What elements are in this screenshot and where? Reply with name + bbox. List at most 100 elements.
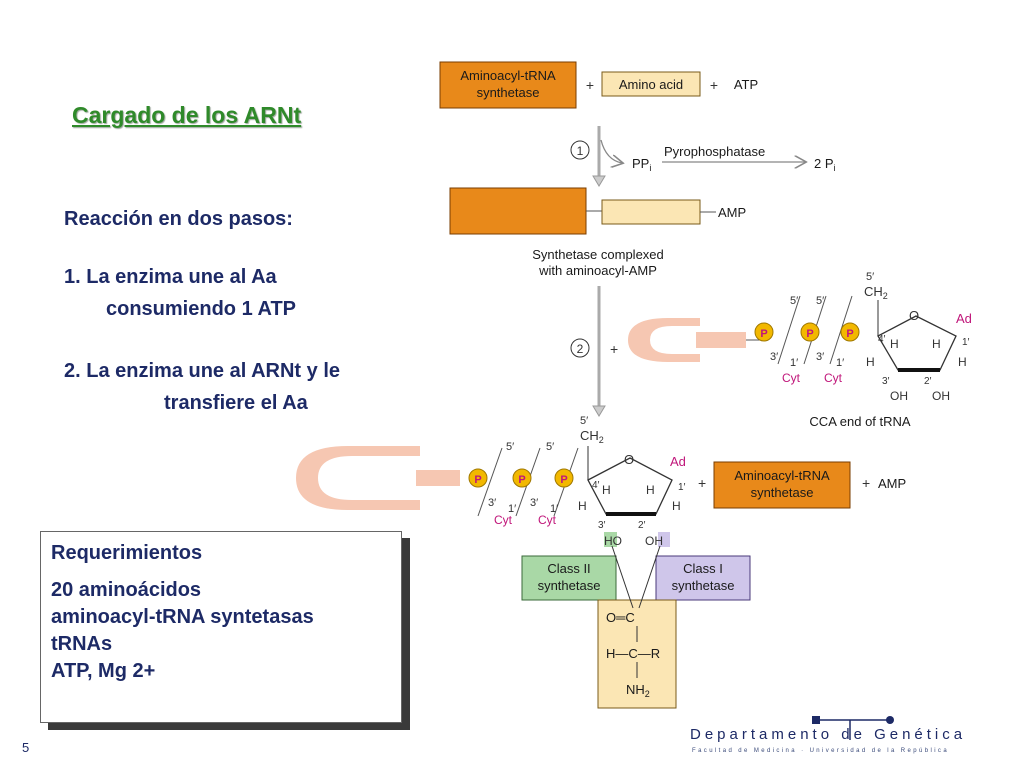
svg-text:HO: HO (604, 534, 622, 548)
two-pi-label: 2 Pi (814, 156, 836, 173)
svg-text:H: H (958, 355, 967, 369)
svg-text:2′: 2′ (924, 376, 932, 387)
amp-label: AMP (878, 476, 906, 491)
svg-text:1′: 1′ (678, 482, 686, 493)
department-subtitle: Facultad de Medicina · Universidad de la… (692, 748, 950, 754)
cca-end-label: CCA end of tRNA (809, 414, 910, 429)
step1-circle (570, 140, 590, 160)
svg-text:H: H (646, 483, 655, 497)
svg-text:H—C—R: H—C—R (606, 646, 660, 661)
svg-text:CH2: CH2 (580, 428, 604, 445)
svg-text:OH: OH (932, 389, 950, 403)
svg-text:1′: 1′ (550, 503, 558, 515)
svg-text:synthetase: synthetase (751, 485, 814, 500)
step1-line1: 1. La enzima une al Aa (64, 266, 277, 288)
svg-text:5′: 5′ (866, 271, 874, 283)
phosphate-icon (800, 322, 820, 342)
svg-text:4′: 4′ (592, 480, 600, 491)
phosphate-icon (554, 468, 574, 488)
svg-text:H: H (578, 499, 587, 513)
svg-text:3′: 3′ (770, 351, 778, 363)
step2-number: 2 (577, 342, 584, 356)
svg-text:H: H (932, 337, 941, 351)
trna-stem-upper (696, 332, 746, 348)
svg-text:H: H (602, 483, 611, 497)
cyt-label: Cyt (824, 371, 843, 385)
ppi-label: PPi (632, 156, 651, 173)
requirement-item: ATP, Mg 2+ (51, 660, 156, 682)
plus-sign: + (698, 475, 706, 491)
ribose-ring (587, 457, 673, 515)
synthetase-box-1 (439, 61, 577, 109)
trna-stem-lower (416, 470, 460, 486)
svg-text:O: O (909, 308, 919, 323)
cyt-label: Cyt (494, 513, 513, 527)
requirements-heading: Requerimientos (51, 542, 203, 564)
atp-label: ATP (734, 77, 758, 92)
svg-text:P: P (474, 474, 481, 486)
requirement-item: aminoacyl-tRNA syntetasas (51, 606, 314, 628)
amino-acid-label: Amino acid (619, 77, 683, 92)
phosphate-icon (754, 322, 774, 342)
amino-acid-box-2 (601, 199, 701, 225)
phosphate-icon (840, 322, 860, 342)
plus-sign: + (710, 77, 718, 93)
svg-text:5′: 5′ (580, 415, 588, 427)
svg-text:O═C: O═C (606, 610, 635, 625)
svg-text:Aminoacyl-tRNA: Aminoacyl-tRNA (734, 468, 830, 483)
adenine-label: Ad (956, 311, 972, 326)
synthetase-label-1a: Aminoacyl-tRNA (460, 68, 556, 83)
svg-text:P: P (846, 328, 853, 340)
ch2-label: CH2 (864, 284, 888, 301)
page-number: 5 (22, 740, 30, 755)
svg-text:1′: 1′ (962, 337, 970, 348)
svg-text:1′: 1′ (836, 357, 844, 369)
aminoacid-attachment-box (597, 599, 677, 709)
adenine-label: Ad (670, 454, 686, 469)
svg-text:P: P (806, 328, 813, 340)
svg-text:OH: OH (645, 534, 663, 548)
trna-shape-lower (296, 446, 420, 510)
complex-label-2: with aminoacyl-AMP (538, 263, 657, 278)
amp-label: AMP (718, 205, 746, 220)
svg-text:O: O (624, 452, 634, 467)
plus-sign: + (862, 475, 870, 491)
intro-text: Reacción en dos pasos: (64, 208, 293, 230)
phosphate-icon (512, 468, 532, 488)
svg-text:5′: 5′ (790, 295, 798, 307)
requirement-item: tRNAs (51, 633, 113, 655)
svg-text:3′: 3′ (530, 497, 538, 509)
step2-circle (570, 338, 590, 358)
synthetase-box-3 (713, 461, 851, 509)
requirements-box: Requerimientos 20 aminoácidos aminoacyl-… (40, 531, 402, 723)
svg-text:H: H (672, 499, 681, 513)
plus-sign: + (586, 77, 594, 93)
pyrophosphatase-label: Pyrophosphatase (664, 144, 765, 159)
svg-text:2′: 2′ (638, 520, 646, 531)
cca-chain-upper: P P P 5′ 5′ 5′ CH2 3′ 1′ 3′ 1′ Cyt Cyt O… (754, 271, 972, 403)
ribose-ring (877, 315, 957, 371)
svg-text:3′: 3′ (882, 376, 890, 387)
cca-chain-lower: P P P 5′ 5′ 5′ CH2 3′ 1′ 3′ 1′ Cyt Cyt O… (468, 415, 686, 548)
class1-box (655, 555, 751, 601)
requirement-item: 20 aminoácidos (51, 579, 202, 601)
class2-box (521, 555, 617, 601)
phosphate-icon (468, 468, 488, 488)
svg-text:H: H (866, 355, 875, 369)
svg-text:1′: 1′ (508, 503, 516, 515)
svg-text:3′: 3′ (598, 520, 606, 531)
department-name: Departamento de Genética (690, 726, 967, 743)
svg-text:H: H (890, 337, 899, 351)
step2-line1: 2. La enzima une al ARNt y le (64, 360, 341, 382)
step1-number: 1 (577, 144, 584, 158)
svg-text:P: P (518, 474, 525, 486)
svg-text:3′: 3′ (488, 497, 496, 509)
svg-text:P: P (560, 474, 567, 486)
svg-text:P: P (760, 328, 767, 340)
ppi-arrow (600, 139, 622, 163)
slide-title: Cargado de los ARNt (72, 102, 302, 128)
svg-text:1′: 1′ (790, 357, 798, 369)
cyt-label: Cyt (538, 513, 557, 527)
plus-sign: + (610, 341, 618, 357)
